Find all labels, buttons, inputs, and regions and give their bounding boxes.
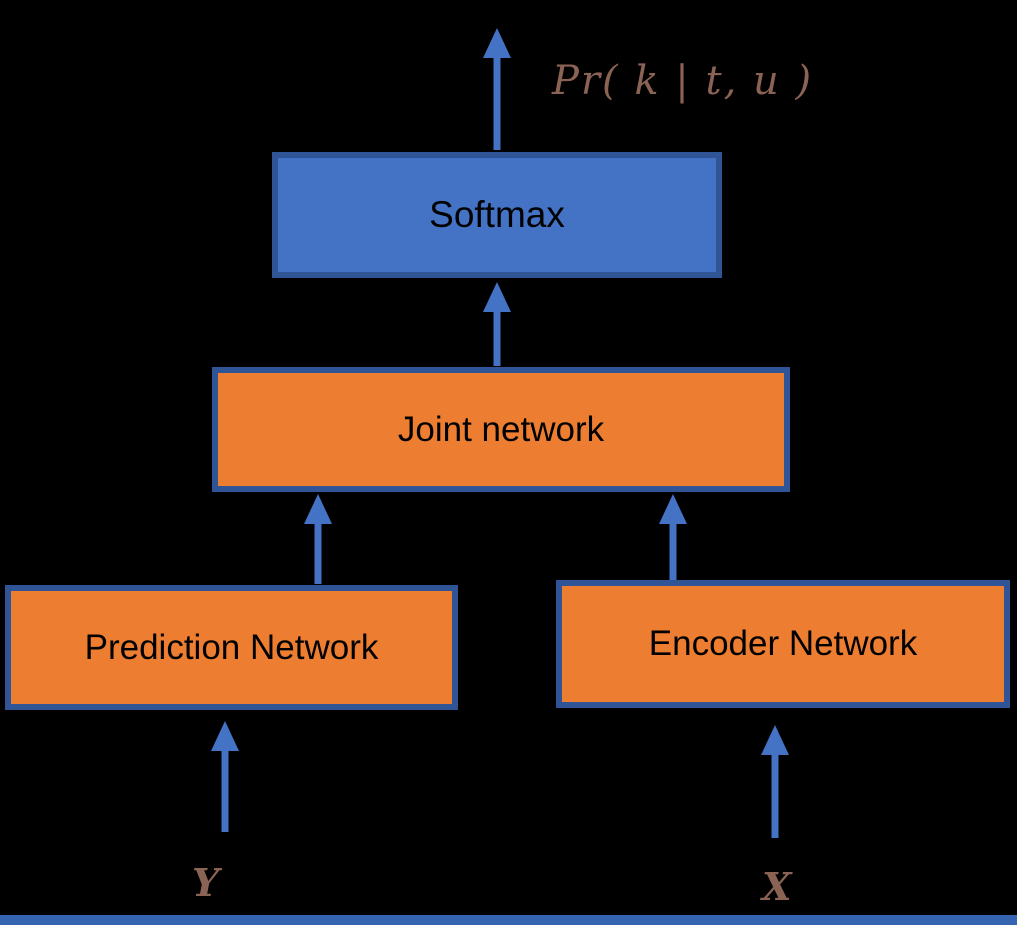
- prediction-input-label: Y: [192, 860, 220, 905]
- arrowhead-icon: [483, 282, 511, 312]
- encoder-network-box: Encoder Network: [556, 580, 1010, 708]
- arrowhead-icon: [304, 494, 332, 524]
- joint-network-box: Joint network: [212, 367, 790, 492]
- softmax-box-label: Softmax: [429, 194, 565, 235]
- encoder-network-box-label: Encoder Network: [648, 624, 918, 663]
- joint-network-box-label: Joint network: [397, 409, 605, 449]
- output-probability-label: Pr( k | t, u ): [552, 58, 814, 104]
- softmax-box: Softmax: [272, 152, 722, 278]
- bottom-blue-bar: [0, 915, 1017, 925]
- prediction-network-box: Prediction Network: [5, 585, 458, 710]
- arrowhead-icon: [211, 721, 239, 751]
- arrowhead-icon: [761, 725, 789, 755]
- prediction-network-box-label: Prediction Network: [84, 627, 379, 667]
- prediction-input-arrow: [211, 721, 239, 832]
- arrowhead-icon: [483, 28, 511, 58]
- arrowhead-icon: [659, 494, 687, 524]
- encoder-input-label: X: [762, 864, 792, 909]
- prediction-to-joint-arrow: [304, 494, 332, 584]
- joint-to-softmax-arrow: [483, 282, 511, 366]
- encoder-to-joint-arrow: [659, 494, 687, 580]
- encoder-input-arrow: [761, 725, 789, 838]
- softmax-output-arrow: [483, 28, 511, 150]
